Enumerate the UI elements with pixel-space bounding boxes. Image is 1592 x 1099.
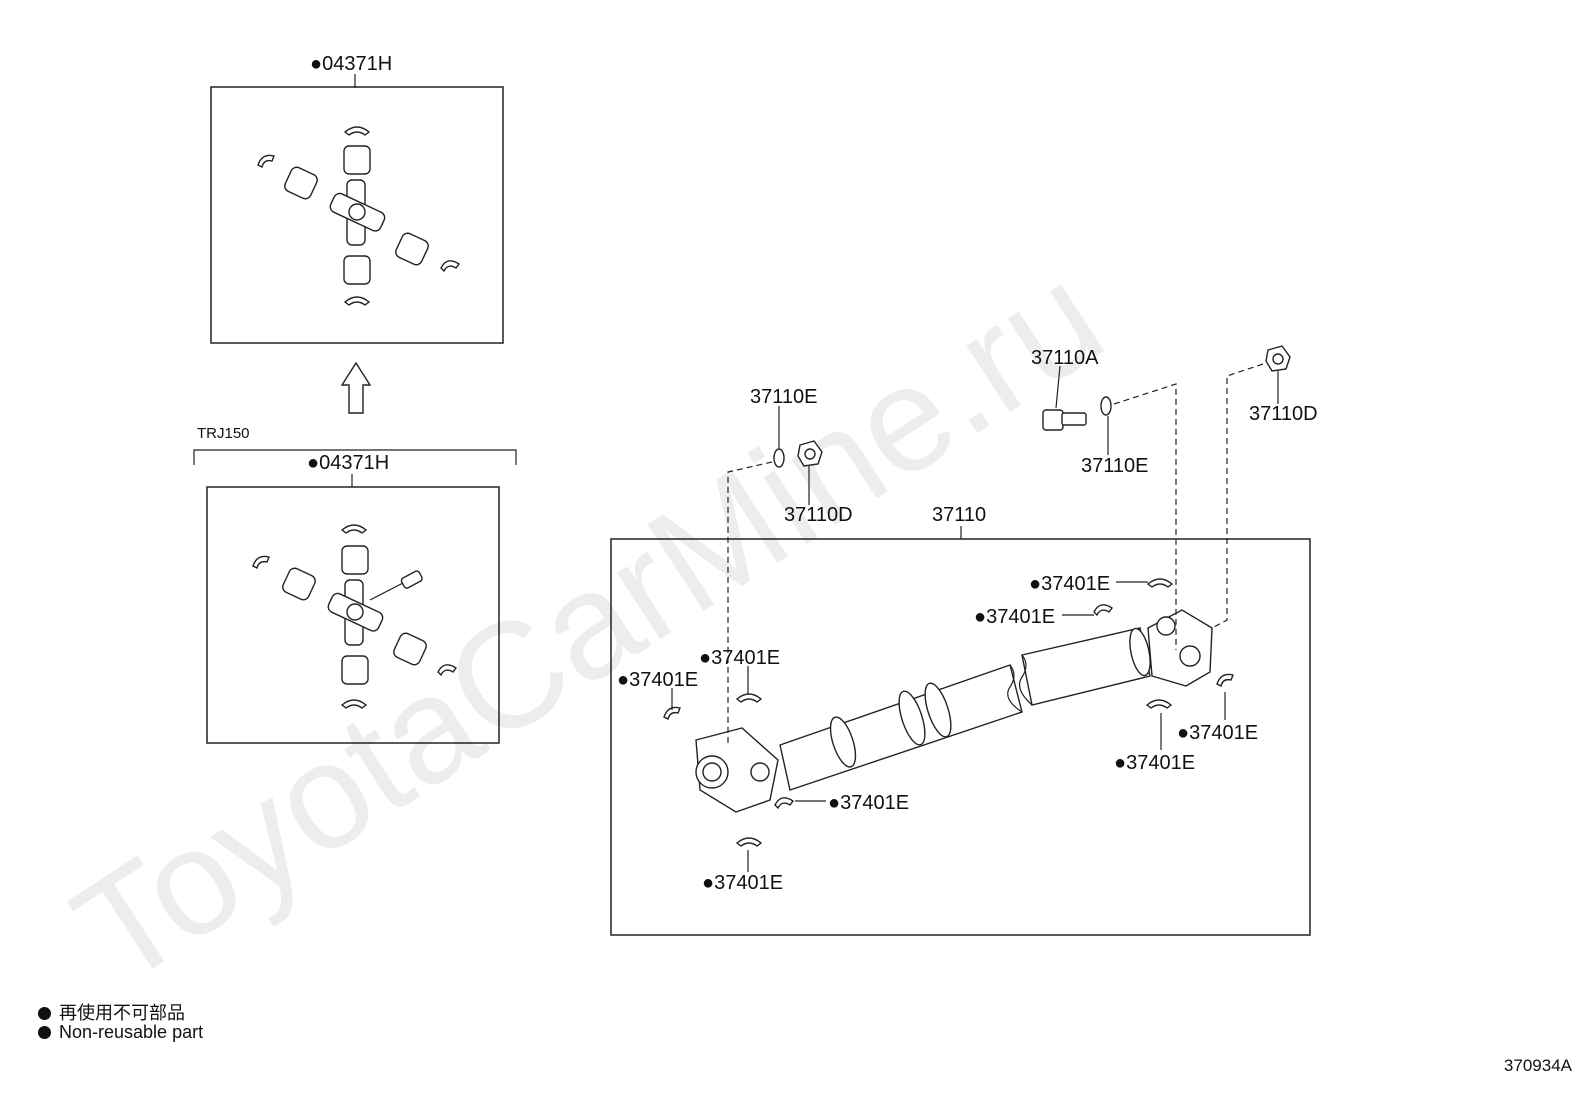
nut-right [1265,345,1291,372]
legend-en-text: Non-reusable part [59,1022,204,1042]
legend-jp-text: 再使用不可部品 [59,1003,185,1023]
universal-joint-kit-variant [252,524,458,709]
label-variant: TRJ150 [197,425,250,442]
label-snap-ring-5[interactable]: ●37401E [1177,722,1258,744]
legend-japanese: 再使用不可部品 [38,999,185,1025]
arrow-up-icon [340,361,372,414]
legend-english: Non-reusable part [38,1022,203,1043]
label-snap-ring-3[interactable]: ●37401E [699,647,780,669]
label-bolt[interactable]: 37110A [1031,347,1099,369]
universal-joint-kit-box [210,86,504,344]
nut-left [797,440,823,467]
snap-rings [663,578,1234,847]
label-snap-ring-7[interactable]: ●37401E [828,792,909,814]
label-snap-ring-4[interactable]: ●37401E [617,669,698,691]
bullet-icon [38,1026,51,1039]
universal-joint-kit-variant-box [206,486,500,744]
label-shaft-assembly[interactable]: 37110 [932,504,986,526]
universal-joint-kit-top [257,126,461,306]
shaft-assembly-box [610,538,1311,936]
watermark: ToyotaCarMine.ru [46,231,1130,1017]
label-nut-right[interactable]: 37110D [1249,403,1318,425]
bullet-icon [38,1007,51,1020]
label-snap-ring-1[interactable]: ●37401E [1029,573,1110,595]
label-snap-ring-2[interactable]: ●37401E [974,606,1055,628]
bolt-37110A [1042,409,1087,431]
label-nut-left[interactable]: 37110D [784,504,853,526]
label-variant-kit[interactable]: ●04371H [307,452,389,474]
label-washer-right[interactable]: 37110E [1081,455,1148,477]
diagram-id: 370934A [1503,1056,1572,1075]
label-washer-left[interactable]: 37110E [750,386,817,408]
label-snap-ring-6[interactable]: ●37401E [1114,752,1195,774]
label-snap-ring-8[interactable]: ●37401E [702,872,783,894]
washer-top [1100,396,1112,416]
label-top-kit[interactable]: ●04371H [310,53,392,75]
propeller-shaft [695,609,1213,813]
washer-left [773,448,785,468]
